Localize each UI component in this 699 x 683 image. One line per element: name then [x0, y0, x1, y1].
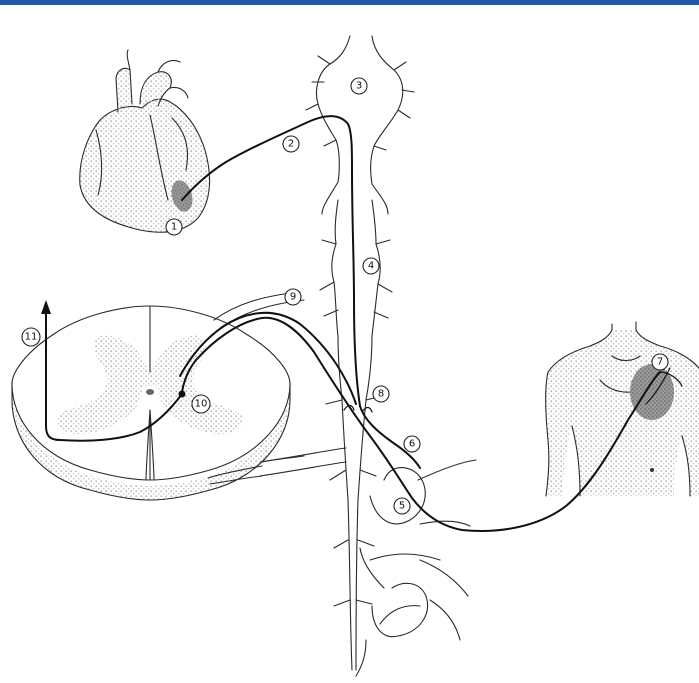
label-6: 6	[404, 436, 420, 452]
label-9: 9	[285, 289, 301, 305]
sympathetic-chain	[260, 36, 476, 676]
svg-text:11: 11	[25, 332, 38, 343]
label-4: 4	[363, 258, 379, 274]
label-10: 10	[192, 395, 210, 413]
svg-text:3: 3	[356, 81, 362, 92]
label-8: 8	[373, 386, 389, 402]
label-11: 11	[22, 328, 40, 346]
label-2: 2	[283, 136, 299, 152]
label-7: 7	[652, 354, 668, 370]
svg-text:4: 4	[368, 261, 374, 272]
svg-text:8: 8	[378, 389, 384, 400]
label-5: 5	[394, 498, 410, 514]
label-1: 1	[166, 219, 182, 235]
heart-illustration	[80, 50, 210, 232]
svg-text:1: 1	[171, 222, 177, 233]
svg-text:7: 7	[657, 357, 663, 368]
svg-text:5: 5	[399, 501, 405, 512]
arrow-up-icon	[41, 300, 51, 314]
svg-text:6: 6	[409, 439, 415, 450]
torso-illustration	[546, 322, 699, 496]
svg-text:2: 2	[288, 139, 294, 150]
label-3: 3	[351, 78, 367, 94]
svg-text:10: 10	[195, 399, 208, 410]
svg-text:9: 9	[290, 292, 296, 303]
spinal-cord-section	[12, 292, 304, 500]
